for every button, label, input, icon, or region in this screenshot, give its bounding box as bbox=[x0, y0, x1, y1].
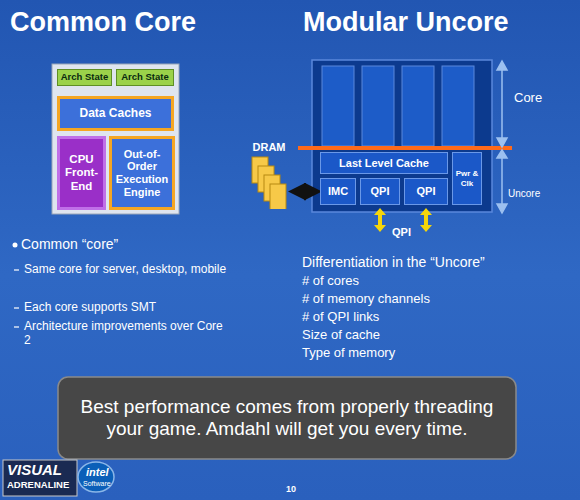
bullet-text: Same core for server, desktop, mobile bbox=[24, 262, 254, 276]
front-end-box: CPU Front-End bbox=[57, 136, 106, 210]
imc-box: IMC bbox=[320, 178, 356, 205]
power-clock-box: Pwr & Clk bbox=[452, 152, 482, 205]
box-label: Pwr & Clk bbox=[453, 169, 481, 187]
connector bbox=[291, 190, 319, 193]
intel-logo bbox=[78, 462, 114, 492]
core-column bbox=[402, 66, 434, 146]
logo-panel bbox=[3, 460, 77, 496]
box-label: Out-of-Order Execution Engine bbox=[112, 148, 172, 199]
box-label: Best performance comes from properly thr… bbox=[66, 396, 508, 440]
list-item: # of cores bbox=[302, 273, 359, 289]
box-label: CPU Front-End bbox=[60, 153, 103, 193]
core-column bbox=[362, 66, 394, 146]
chip-frame bbox=[312, 60, 492, 212]
list-item: Size of cache bbox=[302, 327, 380, 343]
list-item: # of memory channels bbox=[302, 291, 430, 307]
bullet-text: Common “core” bbox=[21, 236, 118, 253]
box-label: DRAM bbox=[253, 141, 286, 154]
dram-stack: DRAM bbox=[248, 141, 290, 209]
box-label: Arch State bbox=[61, 72, 109, 83]
box-label: Arch State bbox=[121, 72, 169, 83]
logo-text: VISUAL bbox=[7, 461, 62, 479]
box-label: Last Level Cache bbox=[339, 157, 429, 170]
link-label: QPI bbox=[392, 226, 411, 239]
box-label: Data Caches bbox=[79, 107, 151, 121]
heading: Common Core bbox=[10, 6, 196, 38]
heading: Modular Uncore bbox=[303, 6, 509, 38]
page-number: 10 bbox=[286, 484, 296, 495]
quote-panel bbox=[58, 377, 516, 459]
bullet-text: Architecture improvements over Core 2 bbox=[24, 319, 224, 348]
logo-text: Software bbox=[83, 480, 111, 488]
core-column bbox=[322, 66, 354, 146]
core-frame bbox=[52, 64, 179, 214]
region-label: Core bbox=[514, 90, 542, 106]
dashes bbox=[14, 270, 19, 327]
list-heading: Differentiation in the “Uncore” bbox=[302, 254, 485, 271]
bullet bbox=[13, 243, 18, 248]
core-uncore-divider bbox=[298, 146, 512, 150]
execution-box: Out-of-Order Execution Engine bbox=[109, 136, 175, 210]
logo-text: ADRENALINE bbox=[7, 479, 69, 490]
list-item: # of QPI links bbox=[302, 309, 379, 325]
qpi-box: QPI bbox=[404, 178, 448, 205]
quote-text-box: Best performance comes from properly thr… bbox=[66, 380, 508, 456]
box-label: QPI bbox=[417, 185, 436, 198]
cache-box: Last Level Cache bbox=[320, 152, 448, 174]
logo-text: intel bbox=[86, 466, 109, 479]
list-item: Type of memory bbox=[302, 345, 395, 361]
qpi-box: QPI bbox=[360, 178, 400, 205]
region-label: Uncore bbox=[508, 188, 540, 200]
core-column bbox=[442, 66, 474, 146]
bullet-text: Each core supports SMT bbox=[24, 300, 156, 314]
data-cache-box: Data Caches bbox=[57, 96, 174, 131]
box-label: QPI bbox=[371, 185, 390, 198]
arch-state-box: Arch State bbox=[116, 69, 174, 86]
box-label: IMC bbox=[328, 185, 348, 198]
dimension-arrows bbox=[497, 61, 507, 213]
arch-state-box: Arch State bbox=[57, 69, 112, 86]
